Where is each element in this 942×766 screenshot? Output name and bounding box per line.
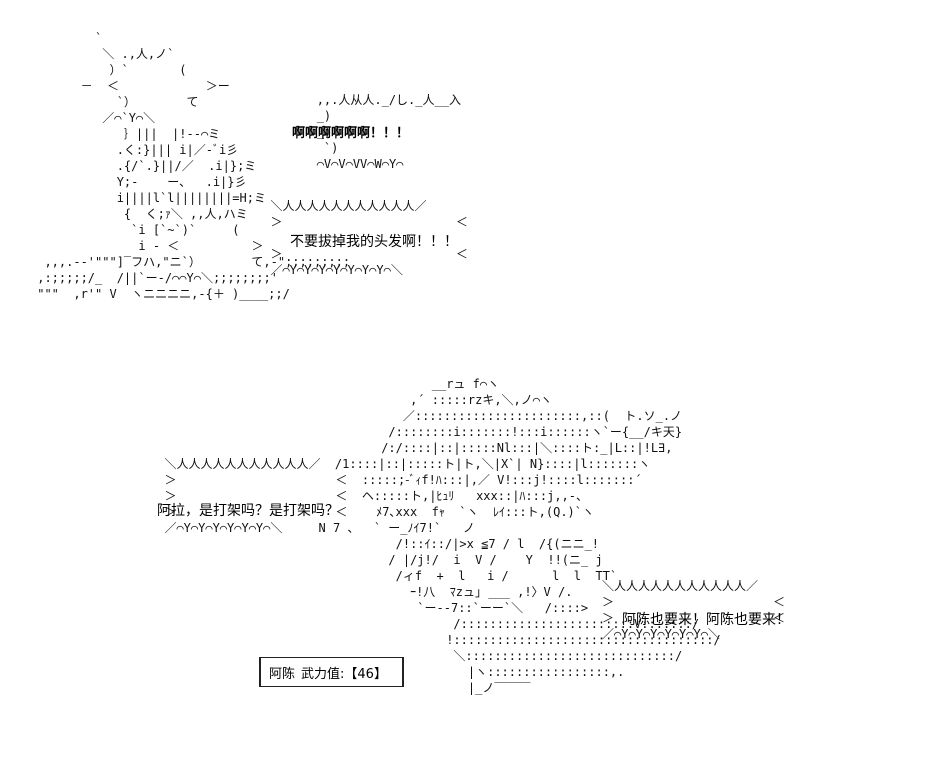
shout-bubble-border: ,,.人从人._/し._人__入 _) _) `) ⌒V⌒V⌒VV⌒W⌒Y⌒: [316, 93, 461, 171]
stat-name: 阿陈: [269, 666, 296, 682]
speech-text-hair: 不要拔掉我的头发啊！！！: [290, 234, 458, 250]
speech-text-chen: 阿陈也要来！阿陈也要来！: [622, 612, 790, 628]
stat-label: 武力值:: [301, 666, 345, 682]
stat-box: 阿陈 武力值: 【46】: [259, 657, 404, 687]
shout-text: 啊啊啊啊啊啊！！！: [292, 126, 410, 141]
ascii-art-character-shouting: ` ＼ .,人,ノ` ）` ( － ＜ ＞ー `） て ／⌒`Y⌒＼ ｝||| …: [37, 31, 351, 301]
stat-value: 【46】: [344, 666, 387, 682]
speech-text-fight: 阿拉，是打架吗？是打架吗？: [157, 503, 339, 519]
speech-bubble-border-a: ＼人人人人人人人人人人人／ ＞ ＜ ＞ ＜ ／⌒Y⌒Y⌒Y⌒Y⌒Y⌒Y⌒Y⌒＼: [270, 199, 468, 277]
ascii-art-character-fighting: __rュ f⌒ヽ ,´ :::::rzキ,＼,ノ⌒ヽ ／::::::::::::…: [164, 377, 721, 695]
speech-bubble-border-right: ＼人人人人人人人人人人人／ ＞ ＜ ＞ ＜ ／⌒Y⌒Y⌒Y⌒Y⌒Y⌒Y⌒＼: [602, 579, 785, 641]
